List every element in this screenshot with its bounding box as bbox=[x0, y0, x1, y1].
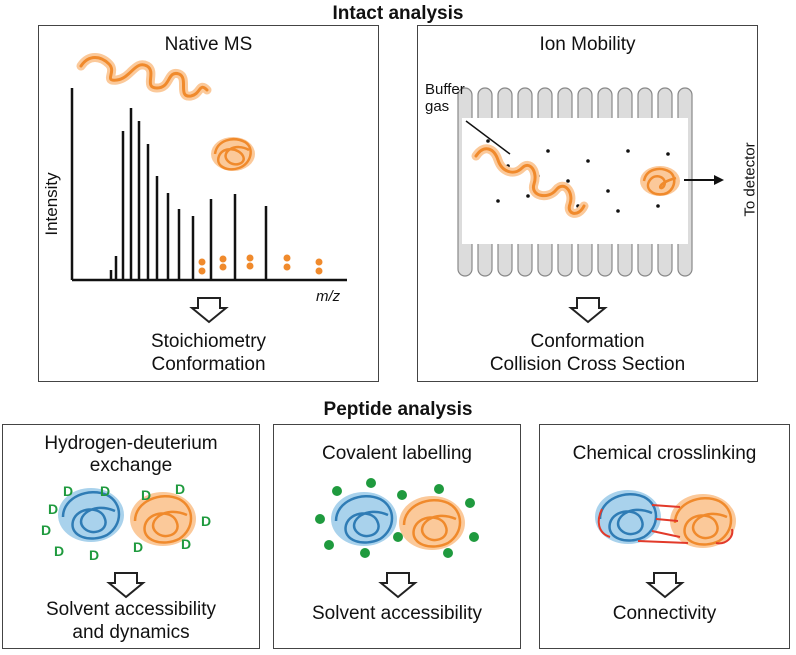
crosslink-title: Chemical crosslinking bbox=[572, 443, 757, 464]
covalent-result: Solvent accessibility bbox=[311, 603, 483, 624]
x-axis-label: m/z bbox=[316, 288, 341, 305]
deuterium-label: D bbox=[133, 539, 144, 555]
compact-ion bbox=[642, 167, 677, 196]
hdx-illustration bbox=[58, 488, 196, 599]
buffer-label-line2: gas bbox=[425, 98, 450, 115]
down-arrow-icon bbox=[189, 297, 229, 324]
orange-protein bbox=[133, 494, 193, 544]
down-arrow-icon bbox=[568, 297, 608, 324]
y-axis-label: Intensity bbox=[42, 172, 61, 236]
hdx-title: Hydrogen-deuterium exchange bbox=[3, 433, 259, 477]
crosslink-result: Connectivity bbox=[612, 603, 717, 624]
deuterium-label: D bbox=[100, 483, 111, 499]
ion-mobility-tube bbox=[457, 87, 724, 324]
native-ms-spectrum bbox=[70, 53, 347, 324]
oligomer-dots bbox=[198, 254, 323, 275]
orange-protein-glow bbox=[670, 494, 736, 548]
label-dots bbox=[315, 478, 479, 558]
crosslinks bbox=[597, 504, 734, 545]
ion-mobility-result-2: Collision Cross Section bbox=[489, 354, 686, 375]
deuterium-label: D bbox=[54, 543, 65, 559]
crosslink-illustration bbox=[595, 490, 736, 599]
deuterium-label: D bbox=[181, 536, 192, 552]
compact-protein-glow bbox=[211, 137, 255, 171]
crosslink-panel: Chemical crosslinking Connectivity bbox=[539, 424, 790, 649]
intensity-label-wrap: Intensity bbox=[40, 172, 66, 235]
compact-protein bbox=[213, 138, 252, 171]
deuterium-label: D bbox=[141, 487, 152, 503]
detector-label: To detector bbox=[741, 142, 759, 217]
blue-protein bbox=[61, 490, 121, 540]
covalent-title: Covalent labelling bbox=[322, 443, 472, 464]
covalent-panel: Covalent labelling Solvent accessibility bbox=[273, 424, 521, 649]
peptide-analysis-title: Peptide analysis bbox=[323, 399, 473, 420]
buffer-gas-pointer bbox=[465, 120, 511, 155]
ion-mobility-result-1: Conformation bbox=[530, 331, 645, 352]
hdx-result-1: Solvent accessibility bbox=[45, 599, 217, 620]
orange-protein bbox=[402, 498, 462, 548]
deuterium-label: D bbox=[41, 522, 52, 538]
blue-protein bbox=[334, 494, 394, 544]
intact-analysis-title: Intact analysis bbox=[332, 3, 464, 24]
deuterium-label: D bbox=[89, 547, 100, 563]
native-ms-result-1: Stoichiometry bbox=[150, 331, 267, 352]
extended-ion bbox=[474, 147, 586, 215]
ion-mobility-panel: Ion Mobility bbox=[417, 25, 759, 382]
deuterium-label: D bbox=[48, 501, 59, 517]
deuterium-label: D bbox=[63, 483, 74, 499]
blue-protein bbox=[598, 492, 658, 542]
orange-protein bbox=[673, 496, 733, 546]
blue-protein-glow bbox=[595, 490, 661, 544]
native-ms-panel: Native MS bbox=[38, 25, 379, 382]
buffer-label-line1: Buffer bbox=[425, 81, 465, 98]
orange-protein-glow bbox=[399, 496, 465, 550]
ion-mobility-title: Ion Mobility bbox=[539, 34, 636, 55]
deuterium-label: D bbox=[201, 513, 212, 529]
orange-protein-glow bbox=[130, 492, 196, 546]
hdx-title-line2: exchange bbox=[89, 455, 173, 476]
buffer-gas-label: Buffer gas bbox=[425, 81, 465, 115]
spectrum-peaks bbox=[109, 108, 268, 280]
extended-protein bbox=[79, 56, 209, 98]
covalent-illustration bbox=[315, 478, 479, 599]
hdx-title-line1: Hydrogen-deuterium bbox=[44, 433, 218, 454]
down-arrow-icon bbox=[378, 572, 418, 599]
blue-protein-glow bbox=[331, 492, 397, 546]
hdx-panel: Hydrogen-deuterium exchange D D D D D D … bbox=[2, 424, 260, 649]
extended-protein-glow bbox=[76, 53, 212, 101]
detector-arrowhead-icon bbox=[714, 175, 724, 185]
blue-protein-glow bbox=[58, 488, 124, 542]
hdx-result-2: and dynamics bbox=[72, 622, 190, 643]
native-ms-result-2: Conformation bbox=[151, 354, 266, 375]
deuterium-label: D bbox=[175, 481, 186, 497]
down-arrow-icon bbox=[645, 572, 685, 599]
down-arrow-icon bbox=[106, 572, 146, 599]
native-ms-title: Native MS bbox=[164, 34, 253, 55]
